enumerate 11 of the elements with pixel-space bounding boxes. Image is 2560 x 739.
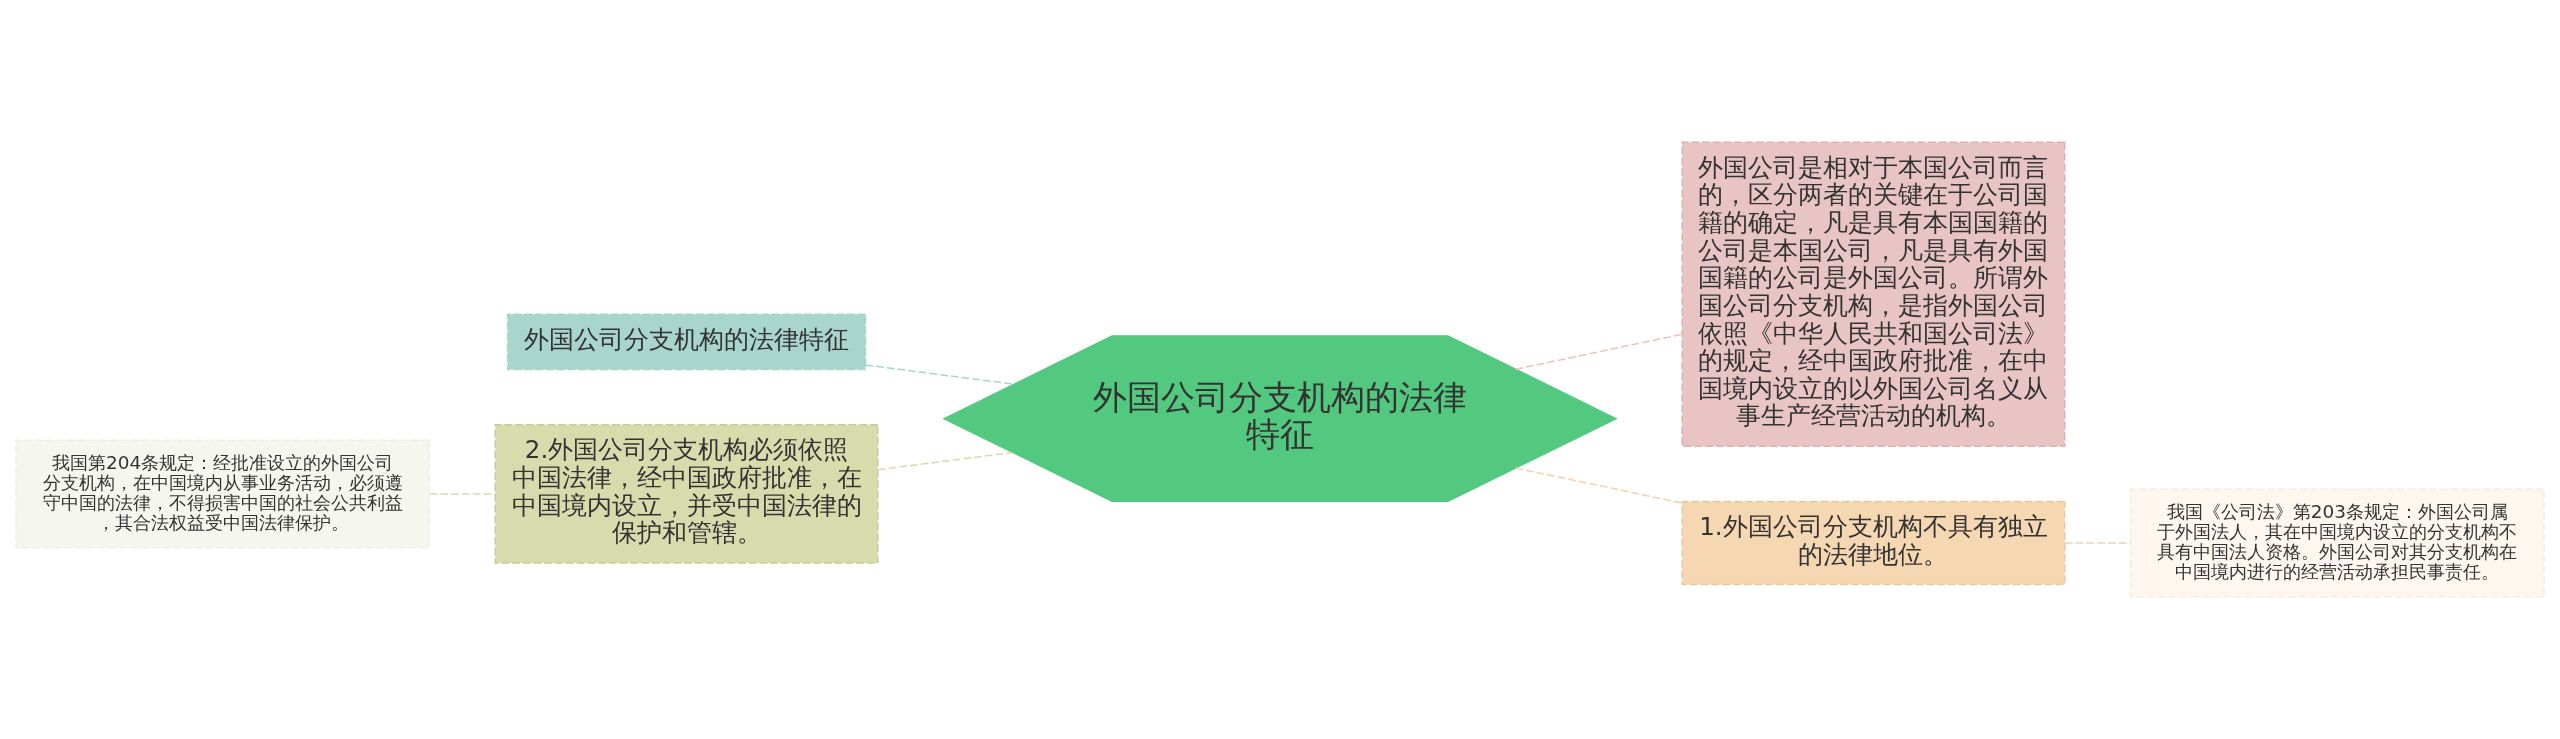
connector (428, 493, 497, 495)
node-box: 外国公司是相对于本国公司而言的，区分两者的关键在于公司国籍的确定，凡是具有本国国籍的公司是本国公司，凡是具有外国国籍的公司是外国公司。所谓外国公司分支机构，是指外国公司依照《中华人民共和国公司法》的规定，经中国政府批准，在中国境内设立的以外国公司名义从事生产经营活动的机构。 (1681, 141, 2066, 448)
connector (877, 451, 1014, 471)
connector (1514, 467, 1683, 504)
connector (864, 364, 1015, 385)
node-box: 外国公司分支机构的法律特征 (506, 313, 867, 371)
node-box: 我国第204条规定：经批准设立的外国公司分支机构，在中国境内从事业务活动，必须遵守中国的法律，不得损害中国的社会公共利益，其合法权益受中国法律保护。 (15, 439, 430, 549)
node-box: 1.外国公司分支机构不具有独立的法律地位。 (1681, 500, 2066, 586)
node-box: 我国《公司法》第203条规定：外国公司属于外国法人，其在中国境内设立的分支机构不具有中国法人资格。外国公司对其分支机构在中国境内进行的经营活动承担民事责任。 (2130, 488, 2545, 598)
node-box: 2.外国公司分支机构必须依照中国法律，经中国政府批准，在中国境内设立，并受中国法律的保护和管辖。 (494, 424, 879, 564)
connector (1514, 333, 1683, 371)
